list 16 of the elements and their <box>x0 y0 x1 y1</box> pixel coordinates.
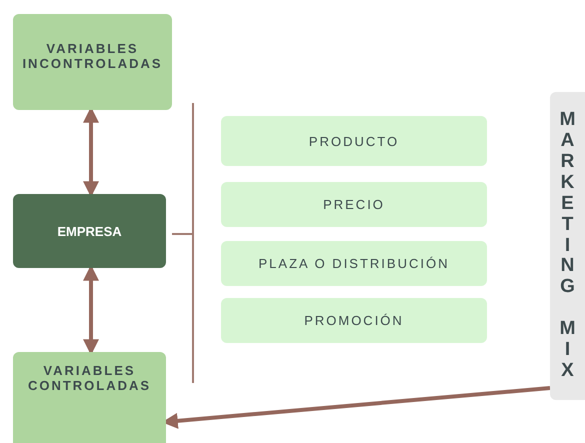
box-label: PRODUCTO <box>308 134 400 148</box>
box-label: VARIABLES INCONTROLADAS <box>21 41 164 71</box>
text-box <box>13 194 166 268</box>
box-label: PROMOCIÓN <box>304 313 404 328</box>
box-label: EMPRESA <box>57 224 122 238</box>
text-box <box>550 92 585 400</box>
text-box <box>221 182 487 227</box>
text-box <box>221 116 487 166</box>
text-box <box>13 352 166 443</box>
box-label: MARKETING MIX <box>559 110 576 382</box>
box-label: PRECIO <box>323 197 385 212</box>
text-box <box>221 298 487 343</box>
text-box <box>221 241 487 286</box>
box-label: VARIABLES CONTROLADAS <box>26 363 152 393</box>
box-label: PLAZA O DISTRIBUCIÓN <box>258 256 450 271</box>
text-box <box>13 14 172 110</box>
